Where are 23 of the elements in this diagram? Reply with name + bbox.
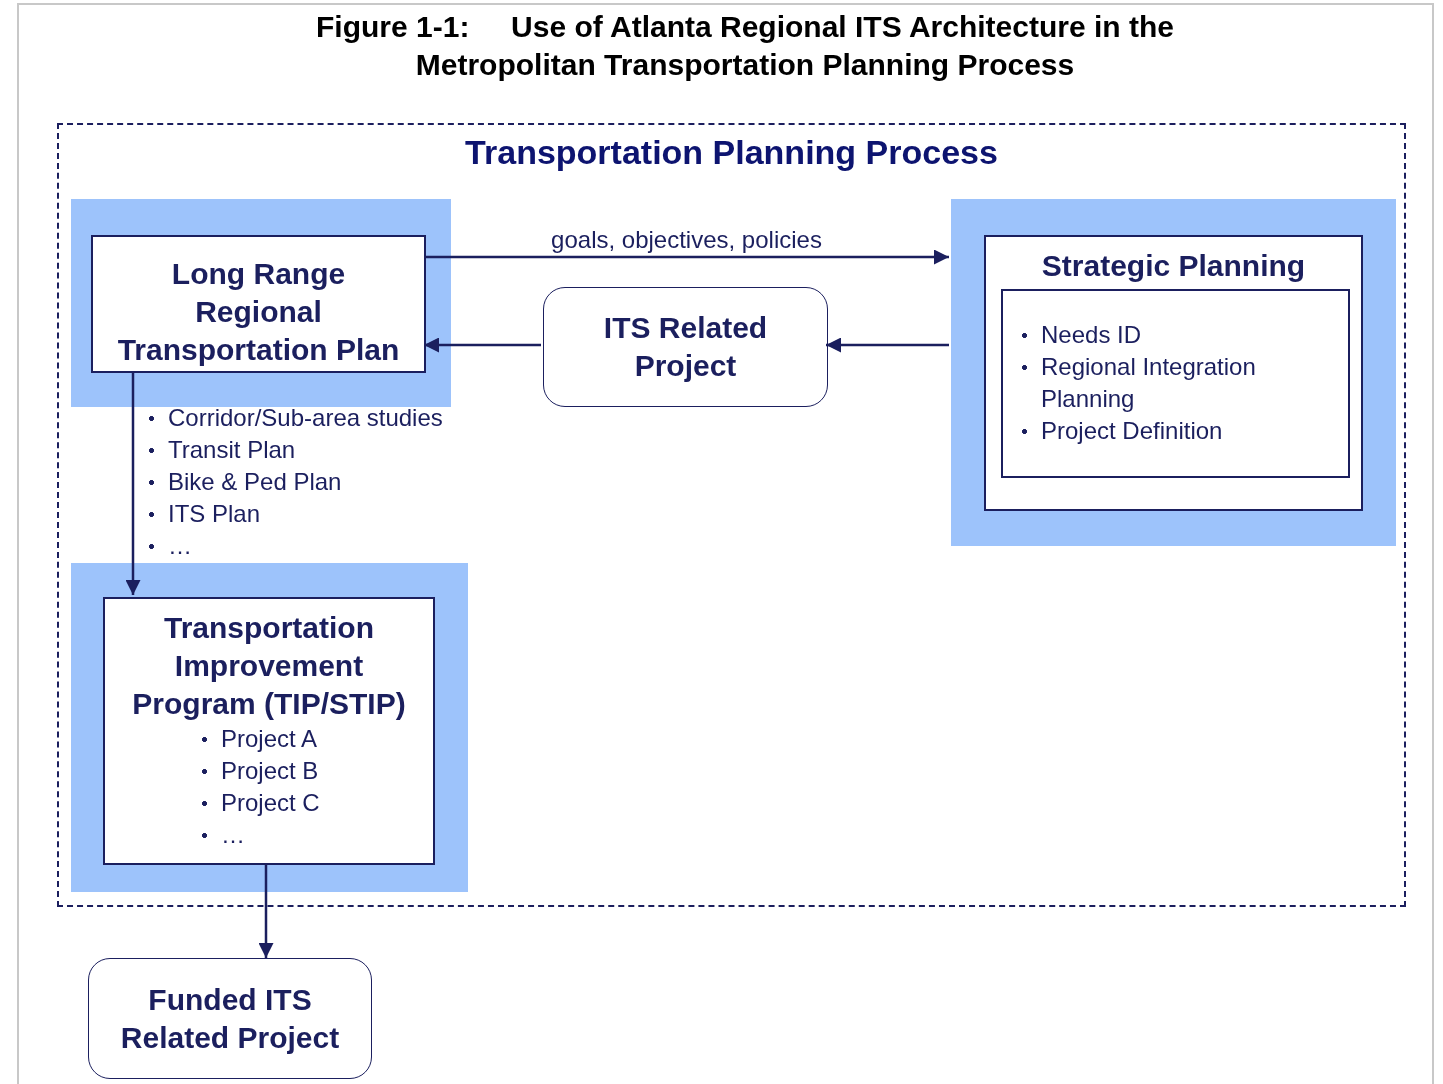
process-box bbox=[91, 235, 426, 373]
rounded-box bbox=[88, 958, 372, 1079]
highlight-band bbox=[71, 199, 451, 407]
container-title: Transportation Planning Process bbox=[464, 133, 999, 171]
box-title: ITS Related Project bbox=[602, 310, 769, 384]
arrow bbox=[826, 337, 949, 353]
highlight-band bbox=[951, 199, 1396, 546]
box-title: Funded ITS Related Project bbox=[119, 981, 341, 1056]
box-title: Long Range Regional Transportation Plan bbox=[116, 256, 401, 368]
process-box bbox=[984, 235, 1363, 511]
arrow bbox=[424, 337, 541, 353]
arrow bbox=[258, 863, 274, 958]
highlight-band bbox=[71, 563, 468, 892]
edge-label: goals, objectives, policies bbox=[550, 226, 823, 254]
figure-title: Figure 1-1: Use of Atlanta Regional ITS Architecture in the Metropolitan Transportation Planning Process bbox=[315, 9, 1175, 83]
arrow bbox=[125, 371, 141, 595]
rounded-box bbox=[543, 287, 828, 407]
dashed-frame bbox=[57, 123, 1406, 907]
process-box bbox=[103, 597, 435, 865]
box-title: Transportation Improvement Program (TIP/STIP) bbox=[131, 610, 407, 722]
box-title: Strategic Planning bbox=[1040, 248, 1307, 284]
arrow bbox=[424, 249, 949, 265]
list-box bbox=[1001, 289, 1350, 478]
